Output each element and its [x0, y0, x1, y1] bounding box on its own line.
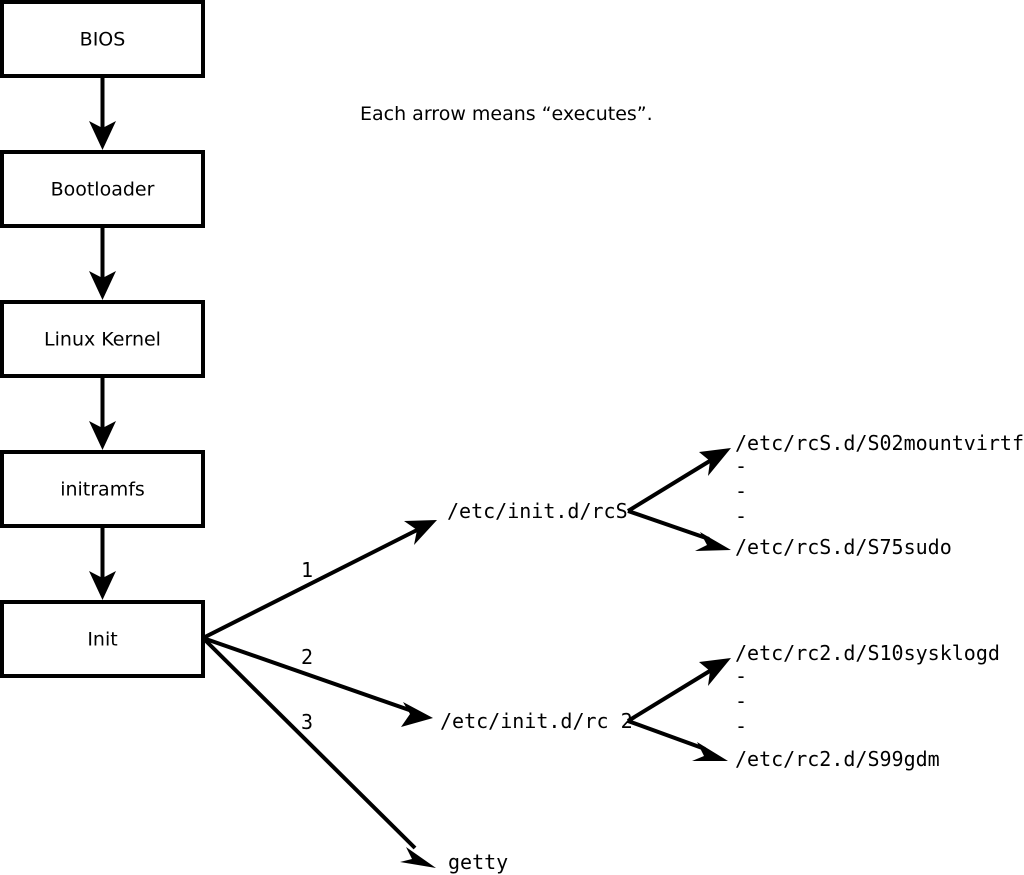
arrow-bios-to-bootloader [89, 76, 116, 150]
arrowhead-icon [404, 520, 437, 545]
node-linux-kernel-label: Linux Kernel [44, 329, 161, 351]
label-etc-init-d-rcS[interactable]: /etc/init.d/rcS [447, 499, 628, 523]
label-getty[interactable]: getty [448, 850, 508, 874]
edge-label-3: 3 [301, 710, 313, 734]
arrowhead-icon [89, 121, 116, 150]
node-initramfs-label: initramfs [60, 479, 145, 501]
node-bootloader[interactable]: Bootloader [0, 150, 205, 228]
rcS-ellipsis-dot-1: - [735, 454, 747, 478]
arrow-bootloader-to-kernel [89, 226, 116, 300]
edge-label-2: 2 [301, 645, 313, 669]
arrow-init-branch-1 [202, 520, 437, 640]
node-bios[interactable]: BIOS [0, 0, 205, 78]
arrow-init-branch-3 [201, 636, 436, 868]
label-rc2-last-script[interactable]: /etc/rc2.d/S99gdm [735, 747, 940, 771]
arrowhead-icon [695, 532, 731, 551]
arrowhead-icon [89, 271, 116, 300]
node-initramfs-box[interactable] [0, 450, 205, 528]
arrowhead-icon [400, 847, 436, 868]
node-init[interactable]: Init [0, 600, 205, 678]
arrowhead-icon [699, 448, 731, 476]
arrow-rcS-to-last-script [627, 509, 731, 551]
node-initramfs[interactable]: initramfs [0, 450, 205, 528]
arrow-rc2-to-first-script [626, 658, 731, 723]
arrowhead-icon [699, 658, 731, 686]
node-bootloader-label: Bootloader [51, 179, 155, 201]
arrowhead-icon [89, 571, 116, 600]
arrowhead-icon [401, 702, 433, 727]
label-rcS-last-script[interactable]: /etc/rcS.d/S75sudo [735, 535, 952, 559]
rc2-ellipsis-dot-3: - [735, 714, 747, 738]
node-linux-kernel[interactable]: Linux Kernel [0, 300, 205, 378]
arrow-init-branch-2 [202, 636, 433, 727]
label-rc2-first-script[interactable]: /etc/rc2.d/S10sysklogd [735, 641, 1000, 665]
arrowhead-icon [89, 421, 116, 450]
node-init-label: Init [87, 629, 117, 651]
rc2-ellipsis-dot-1: - [735, 664, 747, 688]
rcS-ellipsis-dot-2: - [735, 479, 747, 503]
label-etc-init-d-rc2[interactable]: /etc/init.d/rc 2 [440, 709, 633, 733]
edge-label-1: 1 [301, 558, 313, 582]
node-bios-label: BIOS [80, 29, 126, 51]
node-bios-box[interactable] [0, 0, 205, 78]
diagram-caption: Each arrow means “executes”. [360, 103, 653, 125]
rcS-ellipsis-dot-3: - [735, 504, 747, 528]
arrow-initramfs-to-init [89, 526, 116, 600]
arrow-rc2-to-last-script [627, 719, 728, 761]
arrow-kernel-to-initramfs [89, 376, 116, 450]
arrowhead-icon [692, 742, 728, 761]
arrow-rcS-to-first-script [626, 448, 731, 513]
rc2-ellipsis-dot-2: - [735, 689, 747, 713]
label-rcS-first-script[interactable]: /etc/rcS.d/S02mountvirtfs [735, 431, 1024, 455]
node-init-box[interactable] [0, 600, 205, 678]
